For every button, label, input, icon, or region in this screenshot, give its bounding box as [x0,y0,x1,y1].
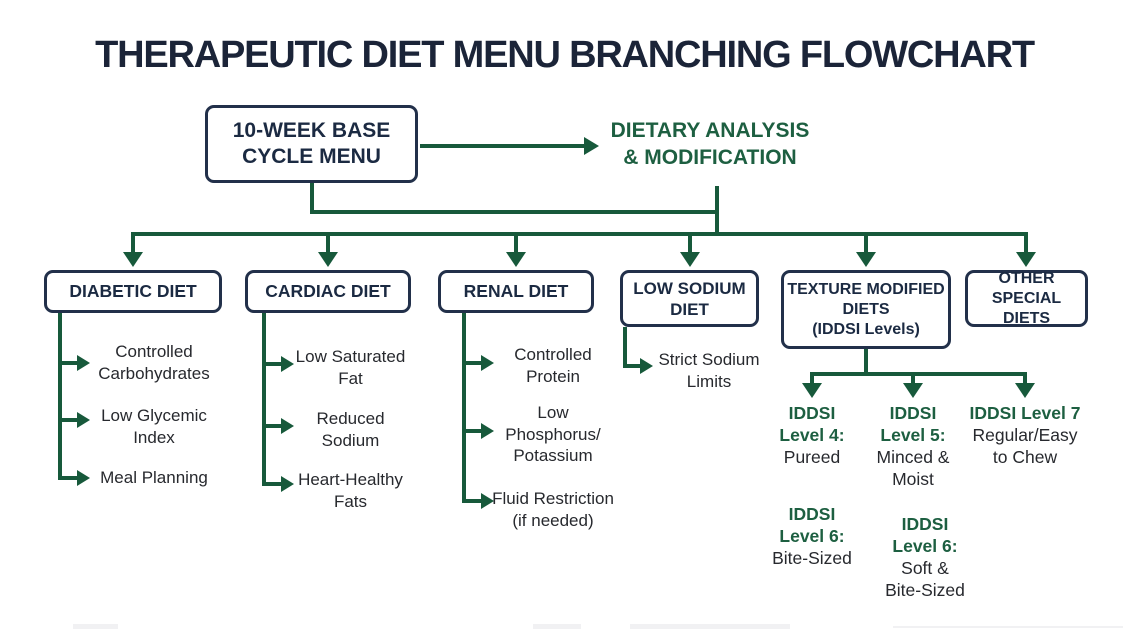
iddsi-level-desc: Regular/Easy to Chew [972,425,1078,467]
connector-line [262,482,282,486]
iddsi-rail [810,372,1027,376]
branch-box-renal-diet: RENAL DIET [438,270,594,313]
root-box-label: 10-WEEK BASE CYCLE MENU [232,119,391,168]
iddsi-level-name: IDDSI Level 6: [779,504,845,546]
iddsi-level-name: IDDSI Level 4: [779,403,845,445]
arrow-right-icon [77,470,90,486]
branch-box-label: OTHER SPECIAL DIETS [991,269,1062,327]
branch-box-label: RENAL DIET [463,281,569,301]
branch-trunk-line [262,313,266,486]
list-item: Meal Planning [100,468,208,487]
arrow-right-icon [640,358,653,374]
connector-line [911,372,915,384]
branch-box-label: TEXTURE MODIFIED DIETS (IDDSI Levels) [787,280,945,338]
arrow-right-icon [481,355,494,371]
branch-box-diabetic-diet: DIABETIC DIET [44,270,222,313]
arrow-right-icon [281,356,294,372]
connector-line [623,364,641,368]
branch-box-label: CARDIAC DIET [265,281,391,301]
connector-line [58,476,78,480]
arrow-down-icon [856,252,876,267]
connector-line [262,424,282,428]
connector-line [1024,232,1028,254]
list-item: Fluid Restriction (if needed) [492,489,614,530]
arrow-down-icon [318,252,338,267]
connector-line [326,232,330,254]
arrow-right-icon [281,476,294,492]
connector-line [310,183,314,214]
root-box-10-week-base-cycle-menu: 10-WEEK BASE CYCLE MENU [205,105,418,183]
arrow-right-icon [481,493,494,509]
arrow-down-icon [123,252,143,267]
cutoff-artifact [73,624,118,629]
branch-box-other-special-diets: OTHER SPECIAL DIETS [965,270,1088,327]
branch-box-cardiac-diet: CARDIAC DIET [245,270,411,313]
connector-line [1023,372,1027,384]
connector-line [58,418,78,422]
dietary-analysis-label: DIETARY ANALYSIS & MODIFICATION [610,119,810,169]
arrow-right-icon [584,137,599,155]
iddsi-level-desc: Soft & Bite-Sized [885,558,965,600]
arrow-down-icon [802,383,822,398]
iddsi-level-name: IDDSI Level 6: [892,514,958,556]
arrow-right-icon [77,412,90,428]
list-item: Heart-Healthy Fats [298,470,403,511]
arrow-down-icon [506,252,526,267]
branch-trunk-line [462,313,466,503]
cutoff-artifact [533,624,581,629]
arrow-down-icon [1016,252,1036,267]
branch-trunk-line [58,313,62,480]
connector-line [262,362,282,366]
connector-line [715,186,719,236]
connector-line [864,232,868,254]
arrow-down-icon [680,252,700,267]
list-item: Low Saturated Fat [295,347,406,388]
connector-line [420,144,586,148]
branch-box-texture-modified-diets: TEXTURE MODIFIED DIETS (IDDSI Levels) [781,270,951,349]
iddsi-level-name: IDDSI Level 7 [969,403,1081,423]
connector-line [131,232,135,254]
iddsi-level-desc: Pureed [783,447,841,467]
branch-box-label: DIABETIC DIET [69,281,197,301]
list-item: Strict Sodium Limits [658,350,760,391]
connector-line [58,361,78,365]
branch-box-low-sodium-diet: LOW SODIUM DIET [620,270,759,327]
cutoff-artifact [893,626,1123,628]
list-item: Controlled Protein [514,345,592,386]
arrow-down-icon [903,383,923,398]
branch-trunk-line [864,349,868,375]
list-item: Low Phosphorus/ Potassium [505,403,601,465]
connector-line [310,210,719,214]
connector-line [810,372,814,384]
iddsi-level-desc: Bite-Sized [772,548,852,568]
list-item: Controlled Carbohydrates [98,342,210,383]
branch-box-label: LOW SODIUM DIET [633,278,746,319]
arrow-down-icon [1015,383,1035,398]
main-branch-rail [131,232,1028,236]
list-item: Low Glycemic Index [101,406,207,447]
list-item: Reduced Sodium [316,409,385,450]
connector-line [462,499,482,503]
arrow-right-icon [77,355,90,371]
arrow-right-icon [481,423,494,439]
iddsi-level-desc: Minced & Moist [876,447,950,489]
branch-trunk-line [623,327,627,368]
connector-line [462,361,482,365]
connector-line [462,429,482,433]
iddsi-level-name: IDDSI Level 5: [880,403,946,445]
arrow-right-icon [281,418,294,434]
page-title: THERAPEUTIC DIET MENU BRANCHING FLOWCHAR… [95,34,1035,76]
connector-line [688,232,692,254]
connector-line [514,232,518,254]
cutoff-artifact [630,624,790,629]
